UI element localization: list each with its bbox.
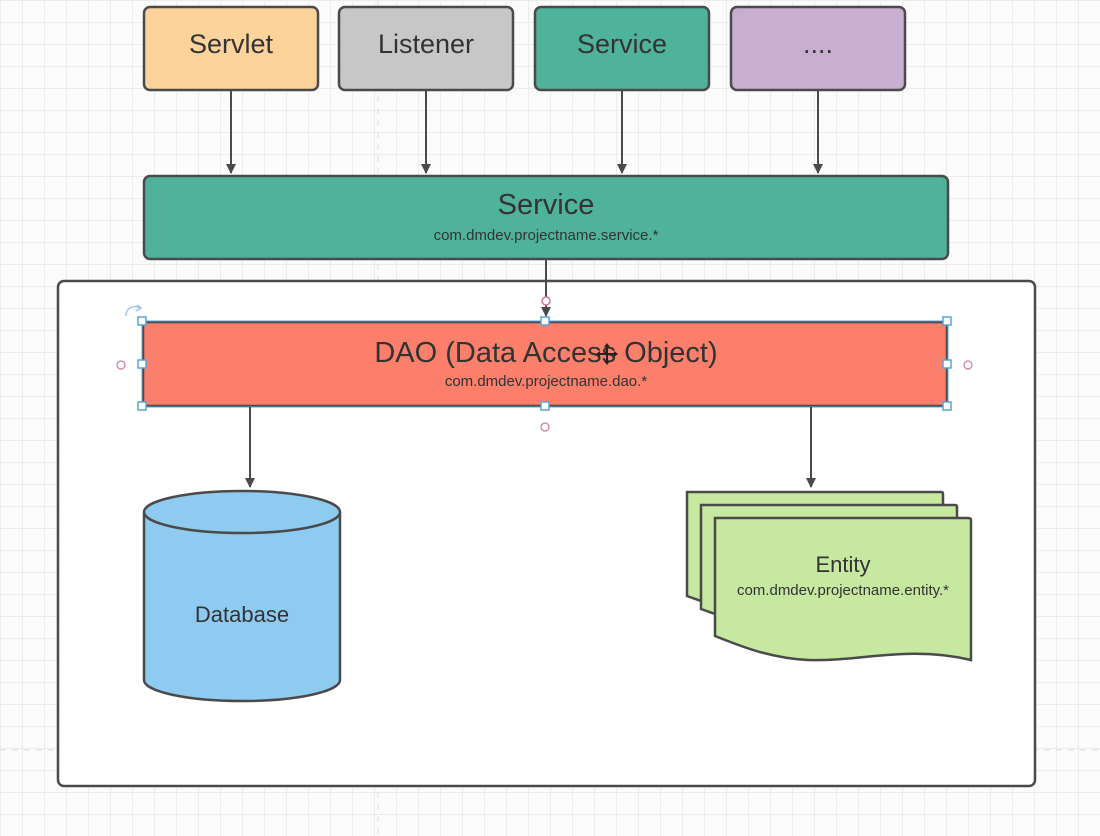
top-box-label: .... [803,29,833,59]
top-box-label: Service [577,29,667,59]
rotate-arrow-icon [135,304,143,312]
top-box-servlet[interactable]: Servlet [142,5,320,92]
top-box-more[interactable]: .... [729,5,907,92]
dao-title: DAO (Data Access Object) [374,337,717,369]
dao-package: com.dmdev.projectname.dao.* [445,373,647,390]
resize-handle[interactable] [137,359,147,369]
top-box-label: Listener [378,29,474,59]
resize-handle[interactable] [942,316,952,326]
rotate-handle-icon[interactable] [125,305,141,317]
resize-handle[interactable] [942,401,952,411]
service-layer-box[interactable]: Service com.dmdev.projectname.service.* [142,174,950,261]
connector-point[interactable] [540,422,550,432]
top-box-listener[interactable]: Listener [337,5,515,92]
resize-handle[interactable] [540,401,550,411]
connector-point[interactable] [116,360,126,370]
top-box-service[interactable]: Service [533,5,711,92]
database-cylinder[interactable]: Database [142,489,342,703]
database-label: Database [195,602,289,627]
entity-package: com.dmdev.projectname.entity.* [737,582,949,599]
dao-box[interactable]: DAO (Data Access Object) com.dmdev.proje… [141,320,949,408]
resize-handle[interactable] [137,401,147,411]
move-cursor-icon [596,343,618,365]
entity-documents[interactable]: Entity com.dmdev.projectname.entity.* [685,490,973,662]
connector-point[interactable] [963,360,973,370]
resize-handle[interactable] [942,359,952,369]
resize-handle[interactable] [137,316,147,326]
top-box-label: Servlet [189,29,274,59]
entity-title: Entity [815,552,870,577]
resize-handle[interactable] [540,316,550,326]
selection-handles[interactable] [116,304,973,432]
service-layer-package: com.dmdev.projectname.service.* [434,227,659,244]
connector-point[interactable] [541,296,551,306]
service-layer-title: Service [498,189,595,221]
